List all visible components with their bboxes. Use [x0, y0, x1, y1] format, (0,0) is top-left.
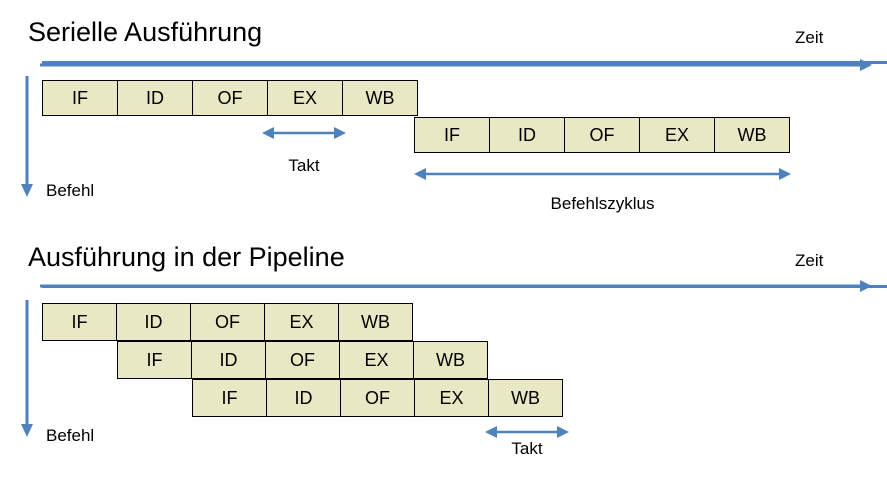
- serial-instruction-axis-label: Befehl: [46, 181, 95, 200]
- stage-box-of: OF: [564, 117, 640, 153]
- stage-box-wb: WB: [338, 303, 413, 341]
- pipeline-instruction-axis-arrow-down-icon: [21, 300, 33, 437]
- serial-section-title: Serielle Ausführung: [28, 17, 263, 47]
- stage-box-wb: WB: [488, 379, 563, 417]
- stage-box-ex: EX: [414, 379, 489, 417]
- pipeline-section-title: Ausführung in der Pipeline: [28, 242, 345, 272]
- stage-box-id: ID: [191, 341, 266, 379]
- serial-time-axis-label: Zeit: [795, 28, 824, 47]
- stage-box-if: IF: [42, 80, 118, 116]
- stage-box-of: OF: [340, 379, 415, 417]
- pipeline-instruction-row-1: IF ID OF EX WB: [42, 303, 413, 341]
- stage-box-of: OF: [190, 303, 265, 341]
- pipeline-instruction-row-3: IF ID OF EX WB: [192, 379, 563, 417]
- serial-befehlszyklus-measure-double-arrow-horizontal-icon: [414, 168, 791, 180]
- pipeline-takt-label: Takt: [511, 439, 543, 458]
- serial-instruction-axis-arrow-down-icon: [21, 76, 33, 197]
- stage-box-if: IF: [117, 341, 192, 379]
- stage-box-wb: WB: [714, 117, 790, 153]
- stage-box-of: OF: [192, 80, 268, 116]
- serial-instruction-row-1: IF ID OF EX WB: [42, 80, 418, 116]
- stage-box-wb: WB: [413, 341, 488, 379]
- stage-box-if: IF: [414, 117, 490, 153]
- pipeline-instruction-axis-label: Befehl: [46, 426, 95, 445]
- stage-box-id: ID: [117, 80, 193, 116]
- stage-box-of: OF: [265, 341, 340, 379]
- stage-box-id: ID: [116, 303, 191, 341]
- stage-box-ex: EX: [639, 117, 715, 153]
- stage-box-ex: EX: [264, 303, 339, 341]
- pipeline-time-axis-arrow-right-icon: [40, 280, 872, 292]
- stage-box-ex: EX: [339, 341, 414, 379]
- serial-takt-measure-double-arrow-horizontal-icon: [262, 127, 346, 139]
- stage-box-ex: EX: [267, 80, 343, 116]
- pipeline-instruction-row-2: IF ID OF EX WB: [117, 341, 488, 379]
- serial-time-axis-arrow-right-icon: [40, 59, 872, 71]
- stage-box-id: ID: [489, 117, 565, 153]
- stage-box-if: IF: [42, 303, 117, 341]
- stage-box-wb: WB: [342, 80, 418, 116]
- serial-takt-label: Takt: [288, 156, 320, 175]
- pipeline-takt-measure-double-arrow-horizontal-icon: [485, 426, 569, 438]
- stage-box-if: IF: [192, 379, 267, 417]
- serial-instruction-row-2: IF ID OF EX WB: [414, 117, 790, 153]
- serial-title-rule: [42, 61, 887, 64]
- stage-box-id: ID: [266, 379, 341, 417]
- pipeline-time-axis-label: Zeit: [795, 251, 824, 270]
- serial-befehlszyklus-label: Befehlszyklus: [550, 194, 655, 213]
